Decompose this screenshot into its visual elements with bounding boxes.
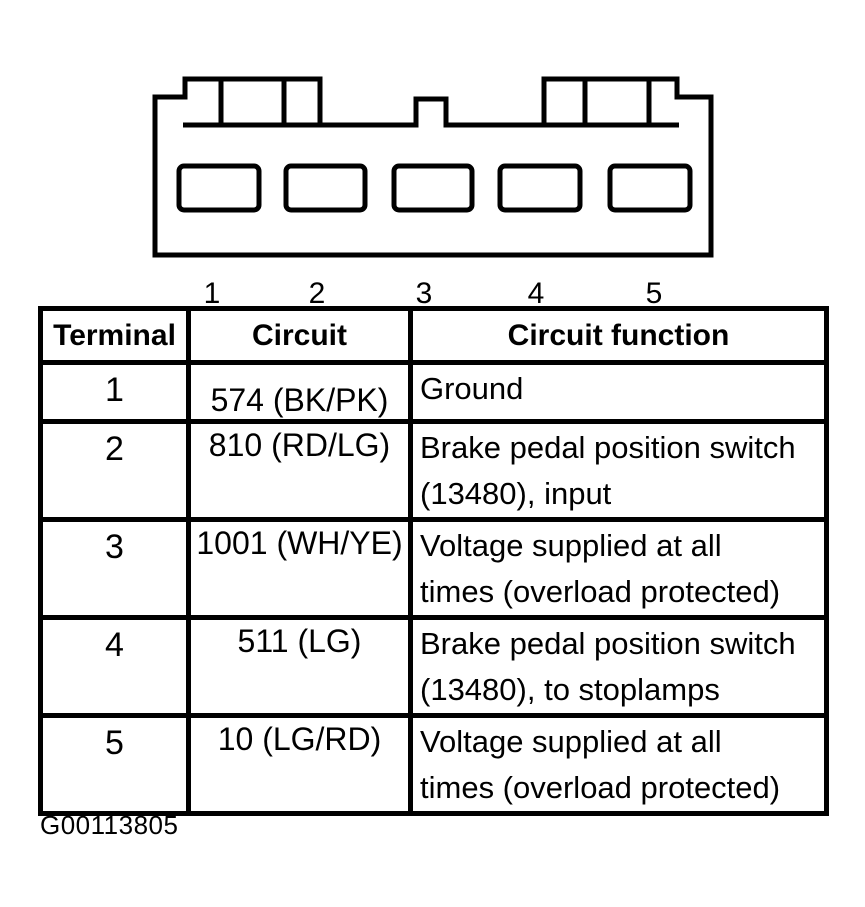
pinout-table: Terminal Circuit Circuit function 1 574 … [38, 306, 829, 816]
terminal-cell: 3 [38, 517, 191, 620]
function-line: times (overload protected) [420, 770, 781, 805]
pin-number-label: 3 [416, 277, 433, 310]
function-cell: Ground [408, 360, 829, 424]
function-line: (13480), input [420, 476, 612, 511]
pin-number-label: 4 [528, 277, 545, 310]
terminal-cell: 1 [38, 360, 191, 424]
function-line: Voltage supplied at all [420, 724, 722, 759]
terminal-cavity-1 [176, 163, 262, 213]
function-line: Brake pedal position switch [420, 430, 796, 465]
terminal-column-header: Terminal [38, 306, 191, 365]
function-cell: Brake pedal position switch (13480), inp… [408, 419, 829, 522]
table-row: 5 10 (LG/RD) Voltage supplied at all tim… [38, 713, 829, 816]
circuit-cell: 10 (LG/RD) [186, 713, 413, 816]
function-cell: Brake pedal position switch (13480), to … [408, 615, 829, 718]
terminal-cavity-4 [497, 163, 583, 213]
terminal-cavity-5 [607, 163, 693, 213]
function-cell: Voltage supplied at all times (overload … [408, 517, 829, 620]
circuit-cell: 511 (LG) [186, 615, 413, 718]
table-row: 4 511 (LG) Brake pedal position switch (… [38, 615, 829, 718]
function-line: Voltage supplied at all [420, 528, 722, 563]
pin-number-label: 1 [204, 277, 221, 310]
connector-diagram: 1 2 3 4 5 [152, 76, 714, 310]
pin-number-label: 2 [309, 277, 326, 310]
circuit-column-header: Circuit [186, 306, 413, 365]
figure-id-label: G00113805 [40, 810, 179, 840]
function-line: times (overload protected) [420, 574, 781, 609]
function-line: Ground [420, 371, 524, 406]
circuit-cell: 574 (BK/PK) [186, 360, 413, 424]
function-cell: Voltage supplied at all times (overload … [408, 713, 829, 816]
circuit-cell: 810 (RD/LG) [186, 419, 413, 522]
connector-outline [152, 76, 714, 258]
table-row: 3 1001 (WH/YE) Voltage supplied at all t… [38, 517, 829, 620]
table-header-row: Terminal Circuit Circuit function [38, 306, 829, 365]
circuit-function-column-header: Circuit function [408, 306, 829, 365]
terminal-cell: 5 [38, 713, 191, 816]
terminal-cell: 2 [38, 419, 191, 522]
terminal-cavity-2 [283, 163, 368, 213]
circuit-cell: 1001 (WH/YE) [186, 517, 413, 620]
table-row: 1 574 (BK/PK) Ground [38, 360, 829, 424]
terminal-cavity-3 [391, 163, 475, 213]
function-line: (13480), to stoplamps [420, 672, 720, 707]
terminal-cell: 4 [38, 615, 191, 718]
table-row: 2 810 (RD/LG) Brake pedal position switc… [38, 419, 829, 522]
function-line: Brake pedal position switch [420, 626, 796, 661]
pin-number-label: 5 [646, 277, 663, 310]
